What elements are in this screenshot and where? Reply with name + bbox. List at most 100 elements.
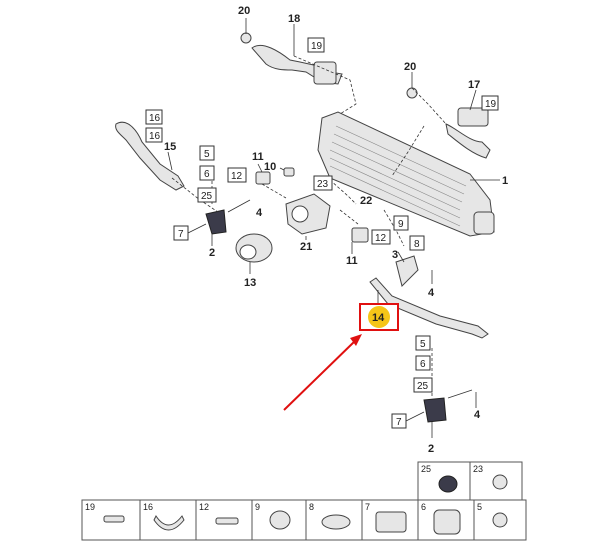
hose-18-group — [240, 32, 343, 85]
legend-icon-23 — [492, 474, 508, 490]
callout-4-mid: 4 — [428, 287, 435, 299]
throttle-21-group — [285, 193, 331, 235]
callout-17: 17 — [468, 79, 480, 91]
legend-cell-9[interactable] — [251, 499, 307, 541]
intercooler-fins — [329, 125, 467, 227]
hose-13-inner — [239, 244, 257, 260]
box-8-label: 8 — [414, 239, 420, 250]
box-25-right-label: 25 — [417, 381, 429, 392]
box-7-right-label: 7 — [396, 417, 402, 428]
callout-3: 3 — [392, 249, 398, 261]
legend-cell-7[interactable] — [361, 499, 419, 541]
red-arrow — [283, 334, 362, 411]
box-16-a — [145, 109, 163, 125]
legend-cell-16[interactable] — [139, 499, 197, 541]
box-19-top — [307, 37, 325, 53]
callout-15: 15 — [164, 141, 176, 153]
hose-15-drawing — [115, 121, 185, 191]
box-7-left-label: 7 — [178, 229, 184, 240]
box-16-b-label: 16 — [149, 131, 161, 142]
box-19-right — [481, 95, 499, 111]
clamp-20-top-drawing — [240, 32, 252, 44]
legend-icon-5 — [492, 512, 508, 528]
box-5-left-label: 5 — [204, 149, 210, 160]
legend-cell-19-label: 19 — [85, 502, 95, 512]
legend-cell-16-label: 16 — [143, 502, 153, 512]
legend-cell-6-label: 6 — [421, 502, 426, 512]
legend-cell-8-label: 8 — [309, 502, 314, 512]
box-9 — [393, 215, 409, 231]
box-6-right-label: 6 — [420, 359, 426, 370]
bracket-2-right-drawing — [423, 397, 447, 423]
legend-icon-16 — [153, 515, 185, 531]
intercooler-outlet-drawing — [473, 211, 495, 235]
callout-11-lower: 11 — [346, 255, 358, 267]
box-19-right-label: 19 — [485, 99, 497, 110]
part-11-top-drawing — [255, 171, 271, 185]
bracket-2-left-drawing — [205, 209, 227, 235]
box-6-right — [415, 355, 431, 371]
box-23 — [313, 175, 333, 191]
legend-cell-12-label: 12 — [199, 502, 209, 512]
box-12-top-label: 12 — [231, 171, 243, 182]
sensor-10-drawing — [283, 167, 295, 177]
box-12-top — [227, 167, 247, 183]
box-6-left — [199, 165, 215, 181]
callout-20-top: 20 — [238, 5, 250, 17]
box-5-right — [415, 335, 431, 351]
legend-icon-6 — [433, 509, 461, 535]
box-25-left — [197, 187, 217, 203]
box-9-label: 9 — [398, 219, 404, 230]
callout-13: 13 — [244, 277, 256, 289]
bracket-2-left-group — [205, 199, 251, 235]
highlight-badge — [368, 306, 390, 328]
throttle-21-bore — [291, 205, 309, 223]
callout-2-left: 2 — [209, 247, 215, 259]
legend-icon-12 — [215, 517, 239, 525]
clamp-20-right-drawing — [406, 87, 418, 99]
box-12-lower-label: 12 — [375, 233, 387, 244]
legend-cell-7-label: 7 — [365, 502, 370, 512]
pipe-14-drawing — [369, 277, 489, 339]
box-16-a-label: 16 — [149, 113, 161, 124]
highlight-callout-14[interactable]: 14 — [359, 303, 399, 331]
box-23-label: 23 — [317, 179, 329, 190]
intercooler-group — [317, 111, 495, 237]
hose-17-fitting-drawing — [457, 107, 489, 127]
legend-icon-8 — [321, 514, 351, 530]
box-5-right-label: 5 — [420, 339, 426, 350]
highlight-number: 14 — [372, 312, 385, 324]
hose-17-group — [406, 87, 491, 159]
hose-13-group — [235, 233, 273, 263]
callout-21: 21 — [300, 241, 312, 253]
box-19-top-label: 19 — [311, 41, 323, 52]
box-8 — [409, 235, 425, 251]
callout-10: 10 — [264, 161, 276, 173]
callout-2-right: 2 — [428, 443, 434, 455]
callout-4-left: 4 — [256, 207, 263, 219]
box-5-left — [199, 145, 215, 161]
legend-cell-23-label: 23 — [473, 464, 483, 474]
part-11-lower-drawing — [351, 227, 369, 243]
box-12-lower — [371, 229, 391, 245]
box-16-b — [145, 127, 163, 143]
legend-icon-19 — [103, 515, 125, 523]
legend-cell-25[interactable] — [417, 461, 471, 501]
callout-4-right: 4 — [474, 409, 481, 421]
callout-18: 18 — [288, 13, 300, 25]
legend-cell-25-label: 25 — [421, 464, 431, 474]
box-25-right — [413, 377, 433, 393]
bracket-2-right-group — [423, 389, 473, 423]
box-25-left-label: 25 — [201, 191, 213, 202]
callout-20-right: 20 — [404, 61, 416, 73]
callout-1: 1 — [502, 175, 508, 187]
legend-icon-7 — [375, 511, 407, 533]
hose-18-end-drawing — [313, 61, 337, 85]
legend-cell-5-label: 5 — [477, 502, 482, 512]
legend-cell-9-label: 9 — [255, 502, 260, 512]
leader-lines — [167, 18, 500, 438]
bracket-3-drawing — [395, 255, 419, 287]
legend-icon-25 — [438, 475, 458, 493]
legend-grid: 25 23 19 16 12 9 8 7 6 5 — [81, 461, 527, 541]
